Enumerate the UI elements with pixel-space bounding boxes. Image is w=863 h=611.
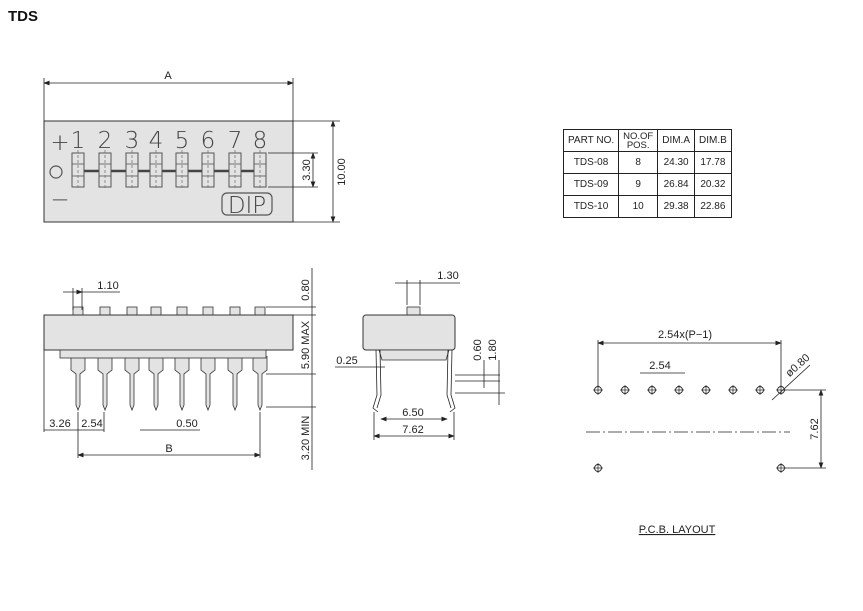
switch-number: 4: [149, 128, 164, 154]
cell: TDS-08: [562, 151, 620, 174]
dim-pin-label: 3.20 MIN: [300, 416, 312, 461]
dim-inner-label: 6.50: [402, 407, 423, 419]
switch-number: 5: [175, 128, 190, 154]
dim-a-label: A: [164, 70, 172, 82]
pcb-hole-icon: [776, 385, 786, 395]
pcb-row-label: 7.62: [809, 418, 821, 439]
pin: [200, 356, 216, 412]
cell: 26.84: [657, 173, 695, 196]
pin: [148, 356, 164, 412]
pin: [97, 356, 113, 412]
button: [99, 306, 111, 316]
pcb-layout: 2.54x(P−1) 2.54 ø0.80 7.62 P.C.B. LAYOUT: [586, 329, 826, 536]
dim-180-label: 1.80: [487, 339, 499, 360]
switch-number: 1: [71, 128, 86, 154]
dim-edge-label: 3.26: [49, 418, 70, 430]
pcb-hole-icon: [755, 385, 765, 395]
dim-button-label: 1.10: [97, 280, 118, 292]
pcb-hole-icon: [728, 385, 738, 395]
table-header: PART NO. NO.OF POS. DIM.A DIM.B: [562, 129, 732, 152]
pcb-hole-icon: [647, 385, 657, 395]
pcb-hole-icon: [674, 385, 684, 395]
switch-number: 8: [253, 128, 268, 154]
button: [229, 306, 241, 316]
dim-top-label: 0.80: [300, 279, 312, 300]
side-view: 1.10 0.80 5.90 MAX 3.20 MIN 3.26 2.54 0.…: [43, 268, 316, 470]
dim-060-label: 0.60: [472, 339, 484, 360]
cell: 17.78: [694, 151, 732, 174]
cell: 24.30: [657, 151, 695, 174]
on-circle-icon: [49, 165, 63, 179]
dim-outer-label: 7.62: [402, 424, 423, 436]
dip-label: DIP: [228, 193, 266, 219]
pin: [124, 356, 140, 412]
cell: TDS-09: [562, 173, 620, 196]
dim-pin-width-label: 0.50: [176, 418, 197, 430]
header-positions: NO.OF POS.: [618, 129, 659, 152]
dim-pitch-label: 2.54: [81, 418, 102, 430]
button: [72, 306, 84, 316]
dim-switch-label: 3.30: [301, 159, 313, 180]
pcb-layout-title: P.C.B. LAYOUT: [639, 524, 716, 536]
pcb-hole-label: ø0.80: [784, 352, 813, 380]
dim-b-label: B: [165, 443, 172, 455]
switch-body-side: [43, 314, 294, 351]
pin: [227, 356, 243, 412]
button: [176, 306, 188, 316]
dim-height-label: 10.00: [336, 158, 348, 186]
cell: 10: [618, 195, 659, 218]
cell: 9: [618, 173, 659, 196]
end-dim-button-label: 1.30: [437, 270, 458, 282]
minus-label: −: [50, 187, 69, 213]
pcb-pitch-label: 2.54: [649, 360, 670, 372]
pcb-hole-icon: [701, 385, 711, 395]
header-dim-a: DIM.A: [657, 129, 695, 152]
cell: 20.32: [694, 173, 732, 196]
dim-body-label: 5.90 MAX: [300, 320, 312, 369]
header-part-no: PART NO.: [562, 129, 620, 152]
pin: [70, 356, 86, 412]
pin: [252, 356, 268, 412]
button: [150, 306, 162, 316]
cell: TDS-10: [562, 195, 620, 218]
pcb-span-label: 2.54x(P−1): [658, 329, 712, 341]
button: [202, 306, 214, 316]
switch-number: 2: [98, 128, 113, 154]
pcb-hole-icon: [593, 463, 603, 473]
switch-number: 6: [201, 128, 216, 154]
end-view: 1.30 0.25 0.60 1.80 6.50 7.62: [335, 270, 505, 440]
cell: 22.86: [694, 195, 732, 218]
dim-thick-label: 0.25: [336, 355, 357, 367]
plus-label: +: [50, 130, 69, 156]
button: [254, 306, 266, 316]
switch-number: 3: [125, 128, 140, 154]
switch-number: 7: [228, 128, 243, 154]
page-title: TDS: [8, 8, 38, 25]
pcb-hole-icon: [620, 385, 630, 395]
button: [126, 306, 138, 316]
switch-body-end: [362, 314, 456, 351]
pin: [174, 356, 190, 412]
pcb-hole-icon: [593, 385, 603, 395]
cell: 29.38: [657, 195, 695, 218]
cell: 8: [618, 151, 659, 174]
pcb-hole-icon: [776, 463, 786, 473]
header-dim-b: DIM.B: [694, 129, 732, 152]
